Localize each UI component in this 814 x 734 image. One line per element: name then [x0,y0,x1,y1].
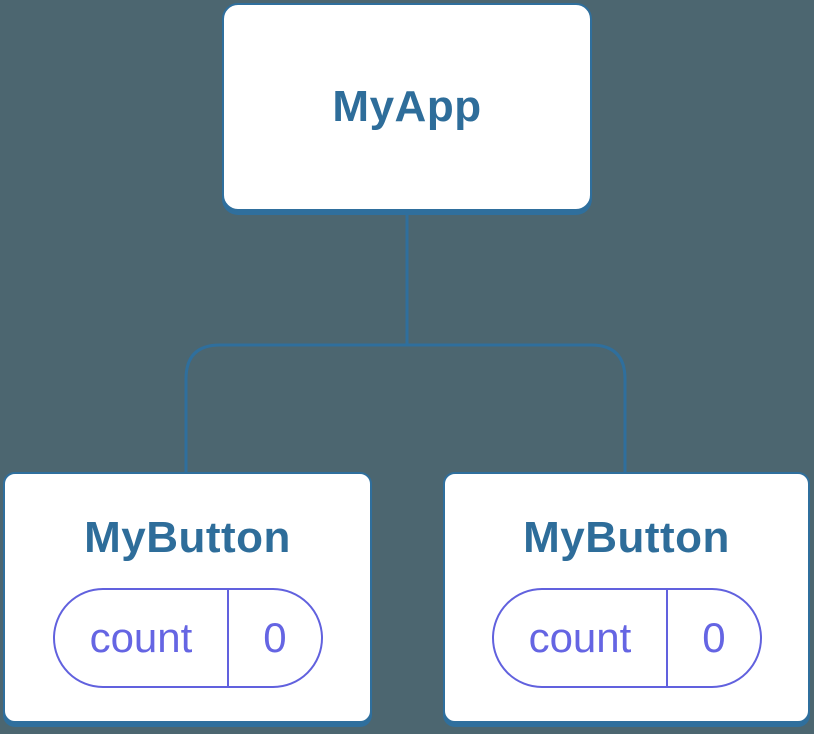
node-mybutton-right-label: MyButton [523,513,730,562]
connector-bracket [184,343,627,472]
state-value: 0 [666,590,759,686]
node-myapp-label: MyApp [332,82,482,131]
node-mybutton-left-label: MyButton [84,513,291,562]
node-mybutton-left: MyButton count 0 [3,472,372,723]
state-pill: count 0 [52,588,323,688]
node-mybutton-right: MyButton count 0 [443,472,810,723]
state-pill: count 0 [491,588,762,688]
state-name: count [89,614,193,661]
node-myapp: MyApp [222,3,592,211]
state-name: count [528,614,632,661]
state-value: 0 [227,590,320,686]
